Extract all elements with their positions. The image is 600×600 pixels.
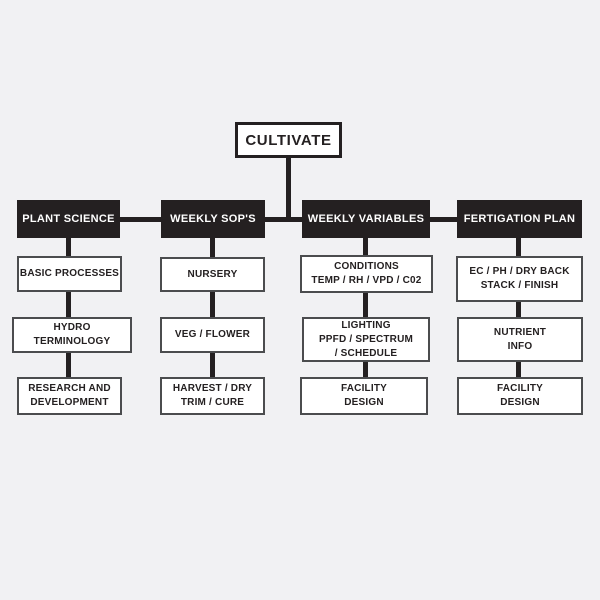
- header-weekly-variables-label: WEEKLY VARIABLES: [307, 213, 425, 225]
- header-plant-science-label: PLANT SCIENCE: [22, 213, 115, 225]
- node-facility-design-fertigation: FACILITY DESIGN: [457, 377, 583, 415]
- node-facility-design-variables: FACILITY DESIGN: [300, 377, 428, 415]
- connector-column-1-spine: [66, 238, 71, 380]
- connector-column-3-spine: [363, 238, 368, 380]
- connector-root-stem: [286, 158, 291, 219]
- node-basic-processes: BASIC PROCESSES: [17, 256, 122, 292]
- node-hydro-terminology: HYDRO TERMINOLOGY: [12, 317, 132, 353]
- node-harvest-dry-trim-cure: HARVEST / DRY TRIM / CURE: [160, 377, 265, 415]
- node-nutrient-info: NUTRIENT INFO: [457, 317, 583, 362]
- node-conditions: CONDITIONS TEMP / RH / VPD / C02: [300, 255, 433, 293]
- node-ec-ph-dryback: EC / PH / DRY BACK STACK / FINISH: [456, 256, 583, 302]
- node-research-and-development: RESEARCH AND DEVELOPMENT: [17, 377, 122, 415]
- node-cultivate-label: CULTIVATE: [245, 131, 332, 149]
- header-weekly-variables: WEEKLY VARIABLES: [302, 200, 430, 238]
- header-plant-science: PLANT SCIENCE: [17, 200, 120, 238]
- connector-column-2-spine: [210, 238, 215, 380]
- header-fertigation-plan: FERTIGATION PLAN: [457, 200, 582, 238]
- node-cultivate: CULTIVATE: [235, 122, 342, 158]
- header-fertigation-plan-label: FERTIGATION PLAN: [463, 213, 576, 225]
- header-weekly-sops: WEEKLY SOP'S: [161, 200, 265, 238]
- connector-column-4-spine: [516, 238, 521, 380]
- node-veg-flower: VEG / FLOWER: [160, 317, 265, 353]
- node-nursery: NURSERY: [160, 257, 265, 292]
- header-weekly-sops-label: WEEKLY SOP'S: [170, 213, 256, 225]
- node-lighting: LIGHTING PPFD / SPECTRUM / SCHEDULE: [302, 317, 430, 362]
- connector-header-rail: [66, 217, 521, 222]
